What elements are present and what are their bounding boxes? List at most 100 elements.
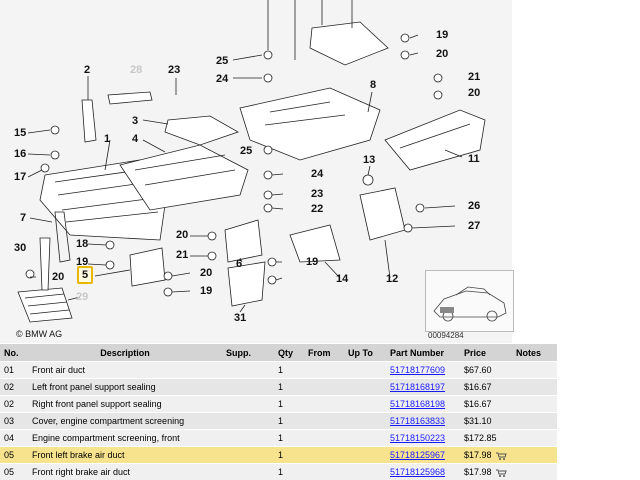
cell-price: $172.85 (460, 429, 512, 447)
part-number-link[interactable]: 51718177609 (390, 365, 446, 375)
callout-14[interactable]: 14 (336, 273, 349, 285)
cell-notes (512, 395, 557, 413)
part-number-link[interactable]: 51718150223 (390, 433, 446, 443)
part-number-link[interactable]: 51718125967 (390, 450, 446, 460)
cell-qty: 1 (274, 412, 304, 430)
callout-13[interactable]: 13 (363, 154, 376, 166)
cell-description: Cover, engine compartment screening (28, 412, 222, 430)
parts-diagram: 25 24 19 20 2 28 23 8 21 20 15 3 16 1 4 … (0, 0, 514, 343)
col-qty: Qty (274, 344, 304, 362)
col-supp: Supp. (222, 344, 274, 362)
callout-20[interactable]: 20 (200, 267, 213, 279)
cell-supp (222, 361, 274, 379)
callout-24[interactable]: 24 (311, 168, 324, 180)
callout-19[interactable]: 19 (306, 256, 319, 268)
cell-description: Front right brake air duct (28, 463, 222, 480)
cell-supp (222, 429, 274, 447)
callout-20[interactable]: 20 (52, 271, 65, 283)
cell-upto (344, 412, 386, 430)
add-to-cart-icon[interactable] (495, 469, 507, 477)
part-number-link[interactable]: 51718125968 (390, 467, 446, 477)
callout-28[interactable]: 28 (130, 64, 143, 76)
cell-from (304, 412, 344, 430)
callout-2[interactable]: 2 (84, 64, 91, 76)
cell-notes (512, 361, 557, 379)
callout-19[interactable]: 19 (436, 29, 449, 41)
callout-26[interactable]: 26 (468, 200, 481, 212)
cell-notes (512, 446, 557, 464)
cell-no: 04 (0, 429, 28, 447)
callout-19[interactable]: 19 (200, 285, 213, 297)
callout-20[interactable]: 20 (436, 48, 449, 60)
cell-notes (512, 412, 557, 430)
cell-price: $17.98 (460, 463, 512, 480)
callout-25[interactable]: 25 (240, 145, 253, 157)
callout-12[interactable]: 12 (386, 273, 399, 285)
cell-no: 02 (0, 378, 28, 396)
add-to-cart-icon[interactable] (495, 452, 507, 460)
cell-no: 05 (0, 463, 28, 480)
callout-19[interactable]: 19 (76, 256, 89, 268)
callout-22[interactable]: 22 (311, 203, 324, 215)
callout-30[interactable]: 30 (14, 242, 27, 254)
part-number-link[interactable]: 51718168198 (390, 399, 446, 409)
part-number-link[interactable]: 51718163833 (390, 416, 446, 426)
callout-5-selected[interactable]: 5 (77, 266, 94, 284)
cell-part: 51718125967 (386, 446, 460, 464)
col-part-number: Part Number (386, 344, 460, 362)
cell-part: 51718168198 (386, 395, 460, 413)
callout-24[interactable]: 24 (216, 73, 229, 85)
part-number-link[interactable]: 51718168197 (390, 382, 446, 392)
callout-25[interactable]: 25 (216, 55, 229, 67)
callout-4[interactable]: 4 (132, 133, 139, 145)
callout-18[interactable]: 18 (76, 238, 89, 250)
callout-20[interactable]: 20 (176, 229, 189, 241)
callout-7[interactable]: 7 (20, 212, 27, 224)
callout-1[interactable]: 1 (104, 133, 111, 145)
cell-from (304, 361, 344, 379)
cell-part: 51718163833 (386, 412, 460, 430)
callout-27[interactable]: 27 (468, 220, 481, 232)
cell-part: 51718168197 (386, 378, 460, 396)
cell-upto (344, 378, 386, 396)
cell-from (304, 395, 344, 413)
callout-20[interactable]: 20 (468, 87, 481, 99)
callout-11[interactable]: 11 (468, 153, 480, 165)
callout-6[interactable]: 6 (236, 258, 243, 270)
vehicle-thumbnail (425, 270, 514, 332)
cell-price: $16.67 (460, 395, 512, 413)
callout-3[interactable]: 3 (132, 115, 139, 127)
cell-qty: 1 (274, 446, 304, 464)
callout-16[interactable]: 16 (14, 148, 27, 160)
callout-15[interactable]: 15 (14, 127, 27, 139)
cell-price: $16.67 (460, 378, 512, 396)
callout-17[interactable]: 17 (14, 171, 27, 183)
callout-23[interactable]: 23 (311, 188, 324, 200)
cell-description: Front air duct (28, 361, 222, 379)
callout-31[interactable]: 31 (234, 312, 247, 324)
cell-no: 01 (0, 361, 28, 379)
cell-qty: 1 (274, 361, 304, 379)
cell-part: 51718150223 (386, 429, 460, 447)
callout-21[interactable]: 21 (468, 71, 481, 83)
callout-8[interactable]: 8 (370, 79, 377, 91)
callout-23[interactable]: 23 (168, 64, 181, 76)
cell-from (304, 378, 344, 396)
cell-no: 02 (0, 395, 28, 413)
callout-21[interactable]: 21 (176, 249, 189, 261)
cell-supp (222, 412, 274, 430)
price-value: $17.98 (464, 467, 492, 477)
diagram-drawing (17, 0, 486, 323)
cell-price: $17.98 (460, 446, 512, 464)
cell-from (304, 463, 344, 480)
cell-notes (512, 378, 557, 396)
cell-qty: 1 (274, 395, 304, 413)
callout-29[interactable]: 29 (76, 291, 89, 303)
